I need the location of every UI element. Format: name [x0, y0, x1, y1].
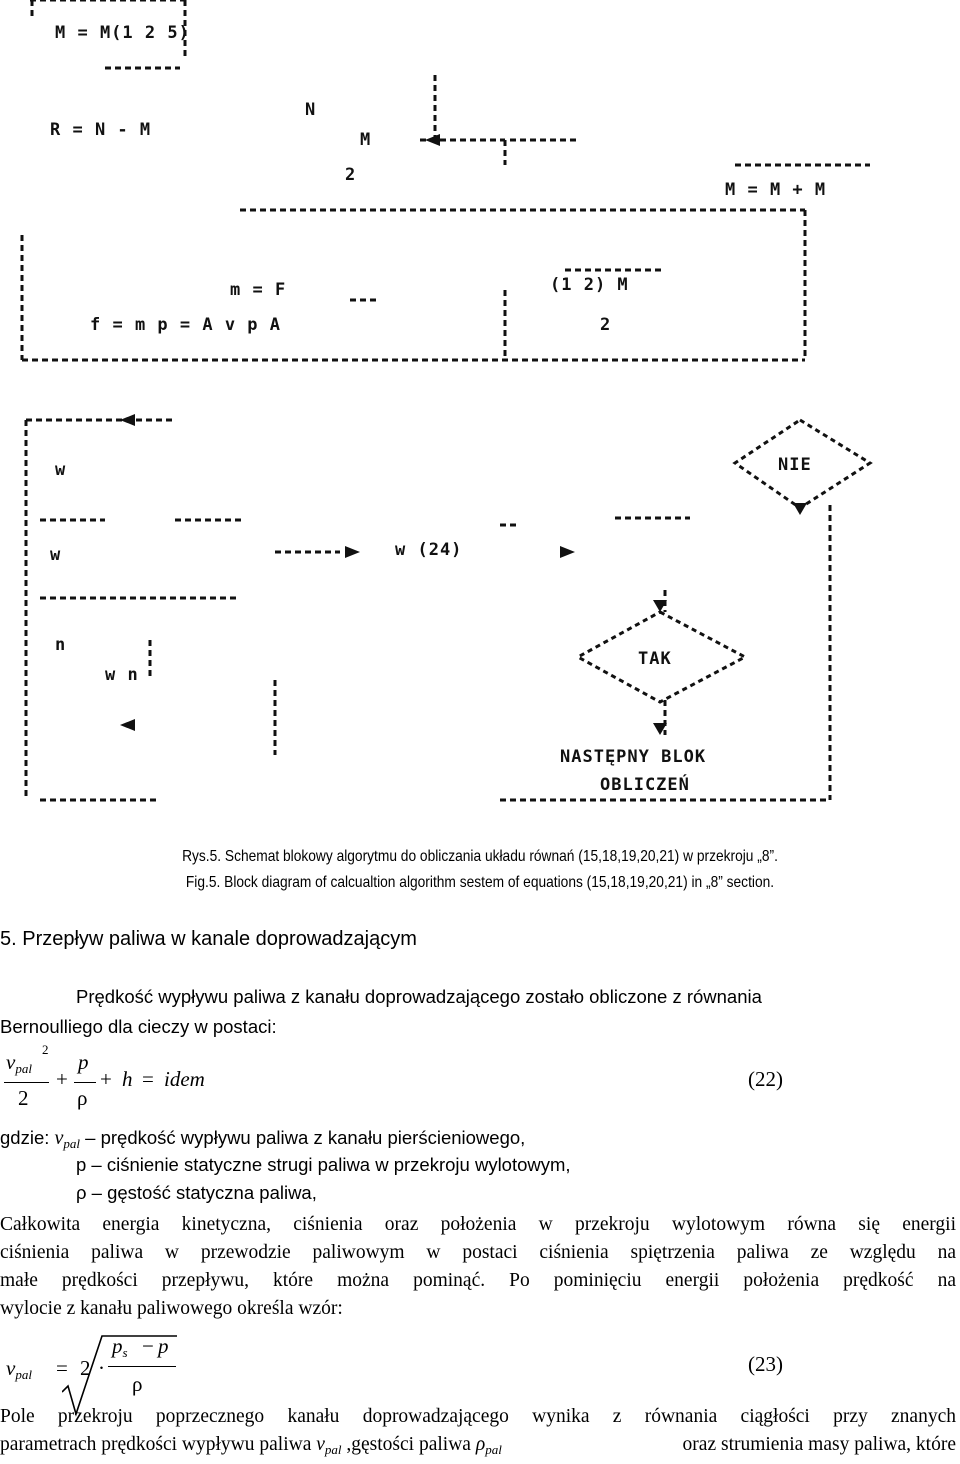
diagram-label: (1 2) M	[550, 275, 629, 295]
plus-sign: +	[56, 1067, 68, 1091]
diagram-label: N	[305, 100, 316, 120]
next-block-label: NASTĘPNY BLOK	[560, 747, 706, 767]
next-block-label: OBLICZEŃ	[600, 773, 690, 795]
paragraph-line: Pole przekroju poprzecznego kanału dopro…	[0, 1406, 956, 1427]
definition-vpal: gdzie: vpal – prędkość wypływu paliwa z …	[0, 1127, 526, 1151]
fraction-bar	[4, 1082, 49, 1083]
decision-yes-label: TAK	[638, 649, 672, 669]
dot-operator: ·	[98, 1356, 105, 1380]
diagram-label: M = M + M	[725, 180, 826, 200]
intro-line: Prędkość wypływu paliwa z kanału doprowa…	[76, 986, 762, 1007]
figure-caption-pl: Rys.5. Schemat blokowy algorytmu do obli…	[182, 848, 778, 865]
section-heading: 5. Przepływ paliwa w kanale doprowadzają…	[0, 928, 417, 950]
eq22-denominator: 2	[18, 1086, 29, 1110]
diagram-label: M	[360, 130, 371, 150]
eq23-p: p	[158, 1334, 169, 1358]
plus-sign: +	[100, 1067, 112, 1091]
eq22-p: p	[78, 1050, 89, 1074]
diagram-label: M = M(1 2 5)	[55, 23, 190, 43]
equals-sign: =	[56, 1356, 68, 1380]
paragraph-line: parametrach prędkości wypływu paliwa vpa…	[0, 1434, 956, 1457]
paragraph-line: wylocie z kanału paliwowego określa wzór…	[0, 1298, 343, 1319]
intro-line: Bernoulliego dla cieczy w postaci:	[0, 1016, 277, 1037]
eq22-superscript: 2	[42, 1042, 49, 1057]
eq23-v: vpal	[6, 1356, 32, 1382]
diagram-label: R = N - M	[50, 120, 151, 140]
fraction-bar	[108, 1366, 176, 1367]
diagram-label: m = F	[230, 280, 286, 300]
decision-no-label: NIE	[778, 455, 812, 475]
equation-number: (22)	[748, 1067, 783, 1091]
diagram-label: w (24)	[395, 540, 462, 560]
diagram-label: w n	[105, 665, 139, 685]
diagram-label: 2	[345, 165, 356, 185]
eq22-h: h	[122, 1067, 133, 1091]
diagram-label: 2	[600, 315, 611, 335]
eq22-rho: ρ	[77, 1086, 88, 1110]
paragraph-line: ciśnienia paliwa w przewodzie paliwowym …	[0, 1242, 956, 1263]
minus-sign: −	[142, 1334, 154, 1358]
eq22-v: vpal	[6, 1050, 32, 1076]
diagram-label: f = m p = A v p A	[90, 315, 281, 335]
paragraph-line: Całkowita energia kinetyczna, ciśnienia …	[0, 1214, 956, 1235]
equals-sign: =	[142, 1067, 154, 1091]
figure-caption-en: Fig.5. Block diagram of calcualtion algo…	[185, 874, 775, 891]
definition-rho: ρ – gęstość statyczna paliwa,	[76, 1182, 317, 1203]
eq23-two: 2	[80, 1356, 91, 1380]
eq23-rho: ρ	[132, 1372, 143, 1396]
eq23-ps: ps	[112, 1334, 128, 1360]
diagram-label: w	[55, 460, 66, 480]
block-diagram: M = M(1 2 5) N M R = N - M 2 M = M + M m…	[20, 0, 873, 802]
definition-p: p – ciśnienie statyczne strugi paliwa w …	[76, 1154, 571, 1175]
equation-number: (23)	[748, 1352, 783, 1376]
fraction-bar	[74, 1082, 96, 1083]
sqrt-sign	[62, 1335, 177, 1417]
diagram-label: n	[55, 635, 66, 655]
paragraph-line: małe prędkości przepływu, które można po…	[0, 1270, 956, 1291]
eq22-idem: idem	[164, 1067, 205, 1091]
diagram-label: w	[50, 545, 61, 565]
